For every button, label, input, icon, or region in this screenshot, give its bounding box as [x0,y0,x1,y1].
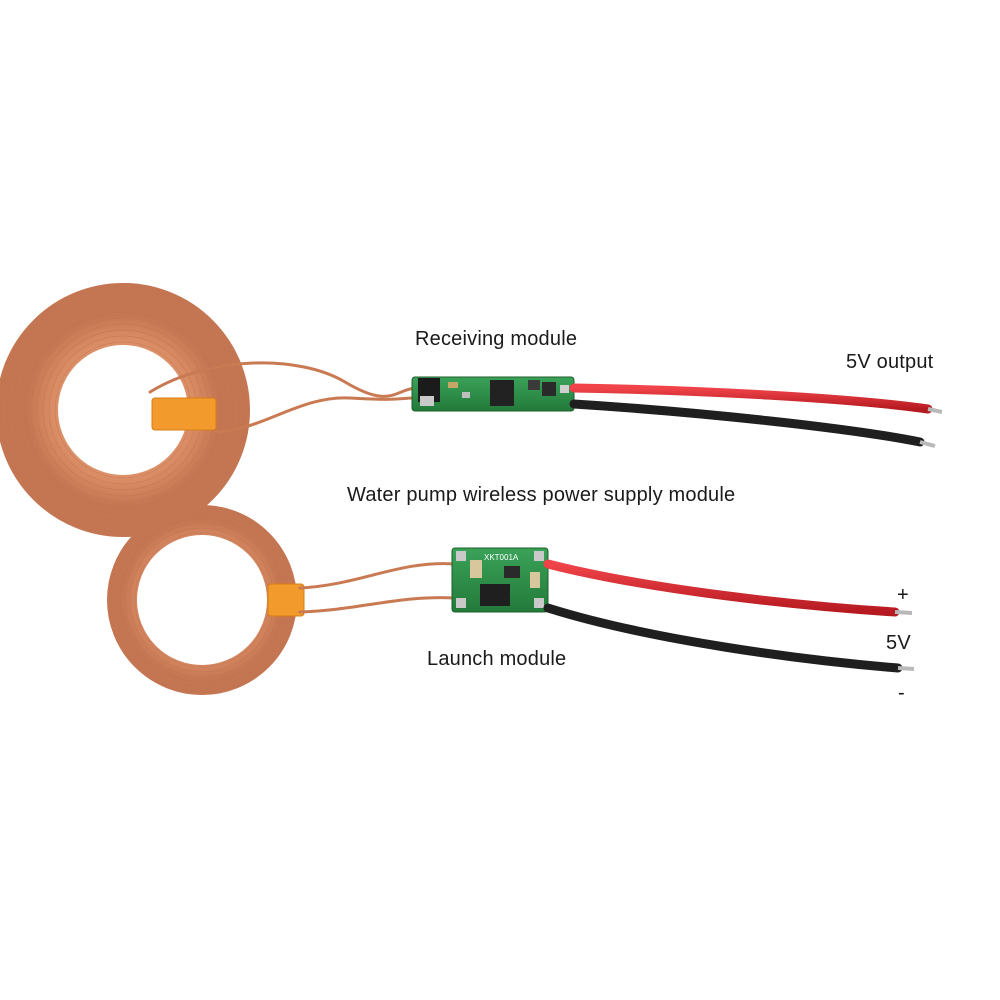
minus-sign-label: - [898,682,905,704]
title-label: Water pump wireless power supply module [347,484,736,506]
receiving-black-wire-tip [919,440,936,448]
launch-module-label: Launch module [427,648,567,670]
plus-sign-label: + [897,584,909,606]
launch-red-wire-tip [894,610,913,615]
receiving-coil-leads [148,361,417,434]
five-v-output-label: 5V output [846,351,934,373]
five-v-label: 5V [886,632,911,654]
launch-red-wire [543,559,900,617]
launch-black-wire-tip [897,666,915,671]
receiving-black-wire [569,399,925,447]
launch-board-marking: XKT001A [484,553,519,562]
receiving-red-wire-tip [927,407,943,414]
launch-module-board [451,547,549,613]
launch-coil-leads [298,562,457,614]
launch-coil-tape [267,583,305,617]
receiving-coil-tape [151,397,217,431]
receiving-coil [0,283,250,537]
launch-black-wire [543,603,903,673]
receiving-module-board [411,376,575,412]
launch-coil [107,505,297,695]
receiving-module-label: Receiving module [415,328,578,350]
receiving-red-wire [569,383,933,414]
